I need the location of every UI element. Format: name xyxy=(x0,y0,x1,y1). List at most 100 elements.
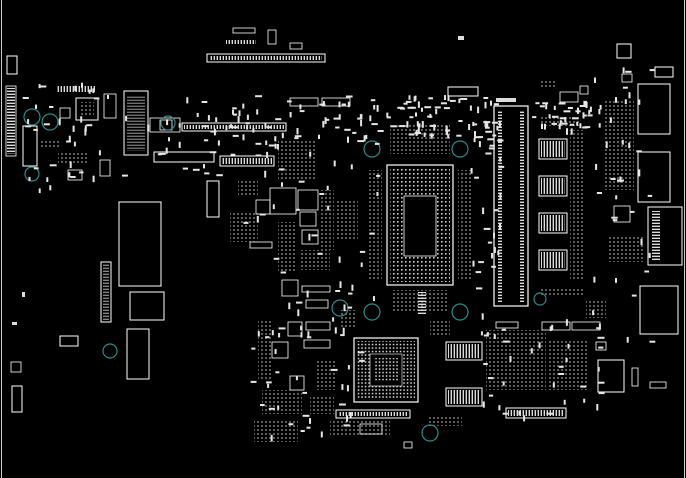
middle-passive-columns xyxy=(230,140,411,442)
smd-pad xyxy=(88,89,91,94)
smd-pad xyxy=(287,100,292,103)
smd-pad xyxy=(546,412,554,415)
smd-pad xyxy=(93,97,100,100)
smd-pad xyxy=(260,404,265,406)
smd-pad xyxy=(245,122,250,125)
smd-pad xyxy=(499,192,502,199)
smd-pad xyxy=(434,106,441,109)
smd-pad xyxy=(338,256,341,263)
smd-pad xyxy=(274,349,277,354)
smd-pad xyxy=(256,215,259,223)
smd-pad xyxy=(482,401,485,408)
smd-pad xyxy=(158,152,166,155)
smd-pad xyxy=(499,223,501,230)
smd-pad xyxy=(274,143,277,149)
smd-pad xyxy=(649,340,656,343)
smd-pad xyxy=(374,142,380,145)
smd-pad xyxy=(488,147,495,150)
smd-pad xyxy=(225,125,228,131)
smd-pad xyxy=(474,131,476,137)
smd-pad xyxy=(598,392,605,395)
smd-pad xyxy=(596,192,602,194)
smd-pad xyxy=(405,100,412,103)
smd-pad xyxy=(288,423,294,426)
smd-pad xyxy=(474,176,479,179)
smd-pad xyxy=(86,124,93,127)
smd-pad xyxy=(612,219,618,222)
smd-pad xyxy=(509,356,512,362)
smd-pad xyxy=(360,262,363,267)
smd-pad xyxy=(563,110,571,113)
smd-pad xyxy=(325,118,330,121)
smd-pad xyxy=(281,182,283,187)
smd-pad xyxy=(256,109,259,115)
smd-pad xyxy=(338,114,341,120)
smd-pad xyxy=(295,375,298,381)
smd-pad xyxy=(38,84,41,89)
smd-pad xyxy=(427,115,433,118)
smd-pad xyxy=(266,381,272,384)
smd-pad xyxy=(373,296,375,302)
smd-pad xyxy=(582,114,587,117)
left-large-modules xyxy=(59,180,220,380)
smd-pad xyxy=(266,151,269,159)
smd-pad xyxy=(551,115,559,118)
smd-pad xyxy=(598,323,601,330)
smd-pad xyxy=(319,193,325,195)
smd-pad xyxy=(357,117,362,120)
smd-pad xyxy=(275,118,282,121)
smd-pad xyxy=(572,117,579,120)
smd-pad xyxy=(488,377,494,380)
smd-pad xyxy=(565,358,568,363)
smd-pad xyxy=(84,125,87,132)
smd-pad xyxy=(73,141,76,147)
smd-pad xyxy=(357,351,365,354)
smd-pad xyxy=(339,281,342,288)
smd-pad xyxy=(339,403,346,406)
smd-pad xyxy=(496,125,499,131)
smd-pad xyxy=(490,100,492,106)
smd-pad xyxy=(299,110,305,113)
smd-pad xyxy=(610,178,616,180)
smd-pad xyxy=(416,121,419,127)
smd-pad xyxy=(648,252,651,258)
smd-pad xyxy=(351,284,354,291)
smd-pad xyxy=(469,105,472,111)
smd-pad xyxy=(204,172,210,175)
smd-pad xyxy=(343,424,350,427)
smd-pad xyxy=(592,310,595,316)
smd-pad xyxy=(341,384,344,390)
smd-pad xyxy=(230,153,236,156)
smd-pad xyxy=(168,137,170,142)
smd-pad xyxy=(300,430,305,432)
smd-pad xyxy=(255,95,263,98)
smd-pad xyxy=(27,119,30,124)
smd-pad xyxy=(306,426,311,429)
smd-pad xyxy=(449,99,456,102)
smd-pad xyxy=(542,102,549,105)
smd-pad xyxy=(478,261,484,264)
smd-pad xyxy=(250,380,257,383)
mounting-holes xyxy=(23,108,547,442)
smd-pad xyxy=(483,334,488,337)
smd-pad xyxy=(298,180,305,183)
smd-pad xyxy=(232,113,238,116)
smd-pad xyxy=(558,123,561,130)
smd-pad xyxy=(558,365,564,368)
smd-pad xyxy=(484,120,487,128)
smd-pad xyxy=(549,326,552,332)
smd-pad xyxy=(417,126,420,133)
smd-pad xyxy=(386,112,389,117)
smd-pad xyxy=(231,126,238,129)
smd-pad xyxy=(628,92,631,99)
smd-pad xyxy=(559,120,562,126)
smd-pad xyxy=(246,114,249,120)
smd-pad xyxy=(538,342,541,349)
smd-pad xyxy=(559,117,566,120)
smd-pad xyxy=(255,142,262,145)
smd-pad xyxy=(28,176,31,182)
smd-pad xyxy=(502,412,508,415)
smd-pad xyxy=(532,116,537,119)
smd-pad xyxy=(322,120,325,128)
smd-pad xyxy=(486,332,489,337)
